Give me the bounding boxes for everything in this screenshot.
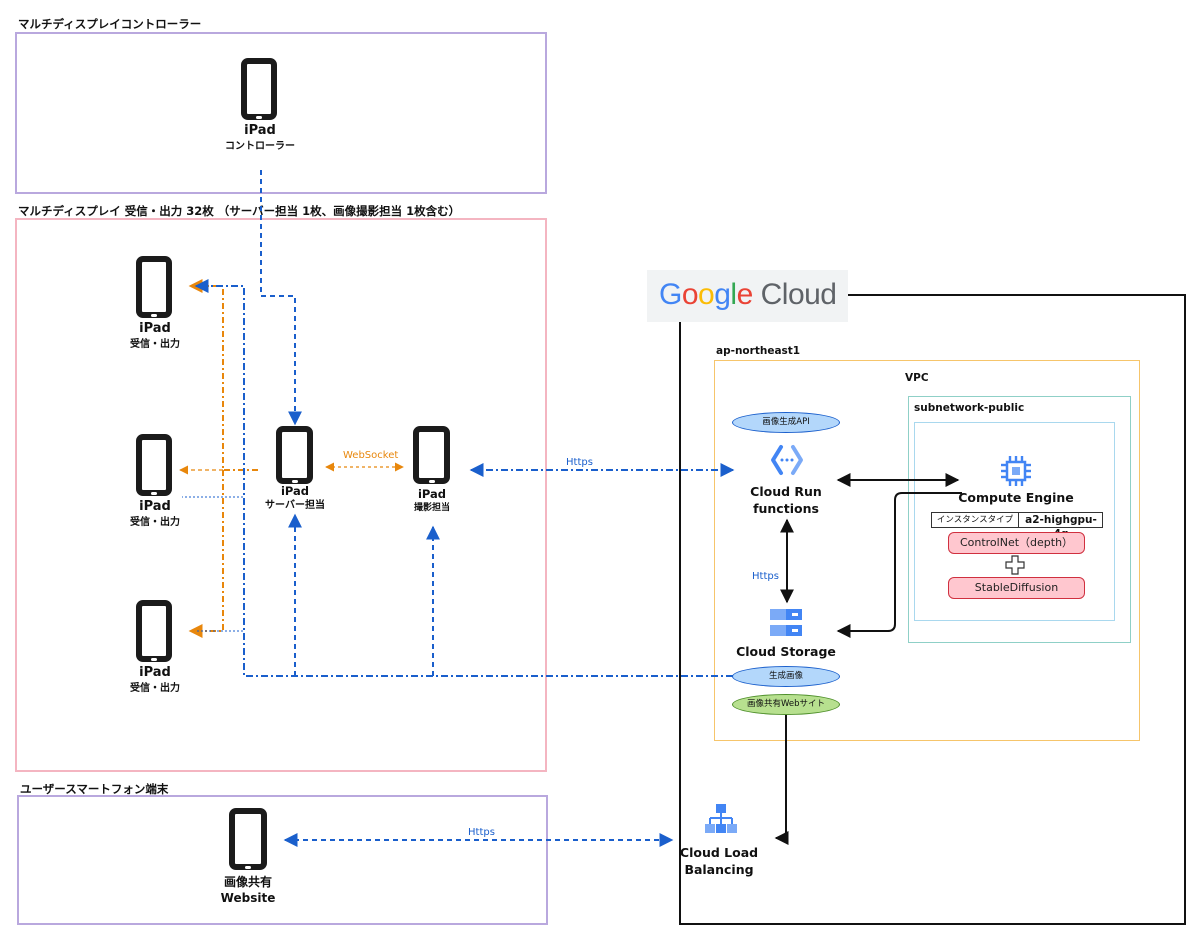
cloud-storage-label: Cloud Storage (736, 644, 836, 659)
instance-type-table: インスタンスタイプ a2-highgpu-4g (931, 512, 1103, 540)
cloud-run-icon (771, 445, 803, 475)
ipad-camera-icon (413, 426, 450, 484)
phone-name: 画像共有 (223, 875, 273, 889)
ipad-display1-role: 受信・出力 (130, 339, 180, 350)
subnet-label: subnetwork-public (914, 402, 1025, 414)
edge-storage-return (194, 279, 733, 677)
ipad-controller-name: iPad (244, 123, 276, 138)
ipad-server-name: iPad (280, 484, 310, 498)
cloud-run-label: Cloud Run functions (750, 483, 822, 517)
cloud-storage-icon (770, 609, 802, 636)
ipad-display1-label: iPad 受信・出力 (130, 320, 180, 352)
https-phone-lb-label: Https (468, 827, 495, 838)
ipad-server-role: サーバー担当 (265, 500, 325, 511)
edge-compute-storage (836, 492, 962, 638)
load-balancing-name-line2: Balancing (684, 862, 754, 877)
ipad-display3-icon (136, 600, 172, 662)
https-camera-cloudrun-label: Https (566, 457, 593, 468)
displays-group-title: マルチディスプレイ 受信・出力 32枚 （サーバー担当 1枚、画像撮影担当 1枚… (18, 204, 461, 218)
storage-tag-generated-images: 生成画像 (732, 666, 840, 687)
displays-group (15, 218, 547, 772)
subnet-box (914, 422, 1115, 621)
compute-engine-label: Compute Engine (958, 490, 1074, 505)
compute-engine-icon (1001, 456, 1031, 486)
load-balancing-label: Cloud Load Balancing (680, 844, 758, 878)
plus-icon (1005, 555, 1025, 575)
edge-server-display1 (188, 279, 258, 471)
phone-sub: Website (220, 891, 276, 905)
ipad-camera-role: 撮影担当 (413, 503, 451, 513)
load-balancing-icon (705, 804, 737, 833)
cloud-run-name-line2: functions (753, 501, 819, 516)
phone-label: 画像共有 Website (221, 874, 276, 906)
region-box (714, 360, 1140, 741)
ipad-display3-name: iPad (139, 665, 171, 680)
ipad-display2-icon (136, 434, 172, 496)
ipad-controller-role: コントローラー (225, 141, 295, 152)
region-label: ap-northeast1 (716, 345, 801, 357)
websocket-label: WebSocket (343, 450, 399, 461)
https-cloudrun-storage-label: Https (752, 571, 779, 582)
edge-storage-lb (774, 713, 789, 845)
google-cloud-logo: Google Cloud (647, 270, 848, 322)
vpc-label: VPC (905, 372, 929, 384)
controlnet-box: ControlNet（depth） (948, 532, 1085, 554)
ipad-display3-label: iPad 受信・出力 (130, 664, 180, 696)
ipad-server-icon (276, 426, 313, 484)
controller-group-title: マルチディスプレイコントローラー (18, 17, 202, 31)
vpc-box (908, 396, 1131, 643)
storage-tag-share-website: 画像共有Webサイト (732, 694, 840, 715)
ipad-display3-role: 受信・出力 (130, 683, 180, 694)
ipad-display1-icon (136, 256, 172, 318)
controller-group (15, 32, 547, 194)
ipad-display2-label: iPad 受信・出力 (130, 498, 180, 530)
ipad-display1-name: iPad (139, 321, 171, 336)
ipad-display2-role: 受信・出力 (130, 517, 180, 528)
cloudrun-tag: 画像生成API (732, 412, 840, 433)
cloud-wordmark: Cloud (760, 278, 837, 311)
ipad-controller-icon (241, 58, 277, 120)
load-balancing-name-line1: Cloud Load (679, 845, 759, 860)
gcp-frame (679, 294, 1186, 925)
edge-server-display3 (188, 470, 224, 638)
smartphone-group (17, 795, 548, 925)
ipad-controller-label: iPad コントローラー (225, 122, 295, 154)
cloud-run-name-line1: Cloud Run (750, 484, 822, 499)
instance-type-value: a2-highgpu-4g (1025, 514, 1097, 540)
google-wordmark: Google (659, 278, 753, 311)
ipad-server-label: iPad サーバー担当 (265, 485, 325, 513)
edge-controller-server (260, 170, 302, 426)
ipad-camera-name: iPad (417, 487, 447, 501)
smartphone-group-title: ユーザースマートフォン端末 (20, 782, 169, 796)
stablediffusion-box: StableDiffusion (948, 577, 1085, 599)
phone-icon (229, 808, 267, 870)
ipad-display2-name: iPad (139, 499, 171, 514)
ipad-camera-label: iPad 撮影担当 (414, 487, 450, 516)
instance-type-label: インスタンスタイプ (932, 513, 1019, 527)
